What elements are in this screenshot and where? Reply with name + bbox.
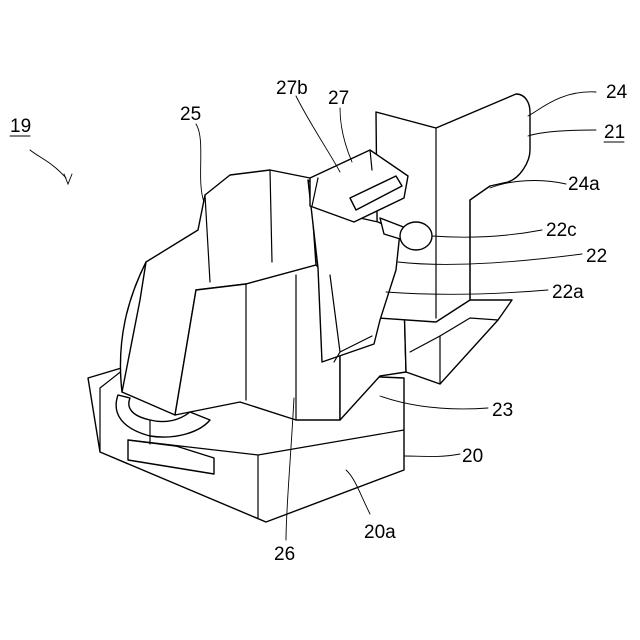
label-20a: 20a xyxy=(364,522,396,543)
label-25: 25 xyxy=(180,104,201,125)
plate-21 xyxy=(376,94,530,322)
label-27b: 27b xyxy=(276,78,308,99)
leader-21 xyxy=(528,130,596,136)
label-22: 22 xyxy=(586,246,607,267)
label-24: 24 xyxy=(606,82,628,103)
leader-24 xyxy=(528,92,596,116)
arrow-19 xyxy=(64,174,72,184)
label-22a: 22a xyxy=(552,282,584,303)
label-23: 23 xyxy=(492,400,513,421)
label-22c: 22c xyxy=(546,220,577,241)
leader-20 xyxy=(404,454,460,457)
label-19: 19 xyxy=(10,116,31,137)
label-26: 26 xyxy=(274,544,295,565)
label-21: 21 xyxy=(604,122,625,143)
label-20: 20 xyxy=(462,446,483,467)
leader-27 xyxy=(340,108,352,162)
leader-19 xyxy=(30,150,66,178)
label-27: 27 xyxy=(328,88,349,109)
label-24a: 24a xyxy=(568,174,600,195)
leader-25 xyxy=(196,124,204,202)
